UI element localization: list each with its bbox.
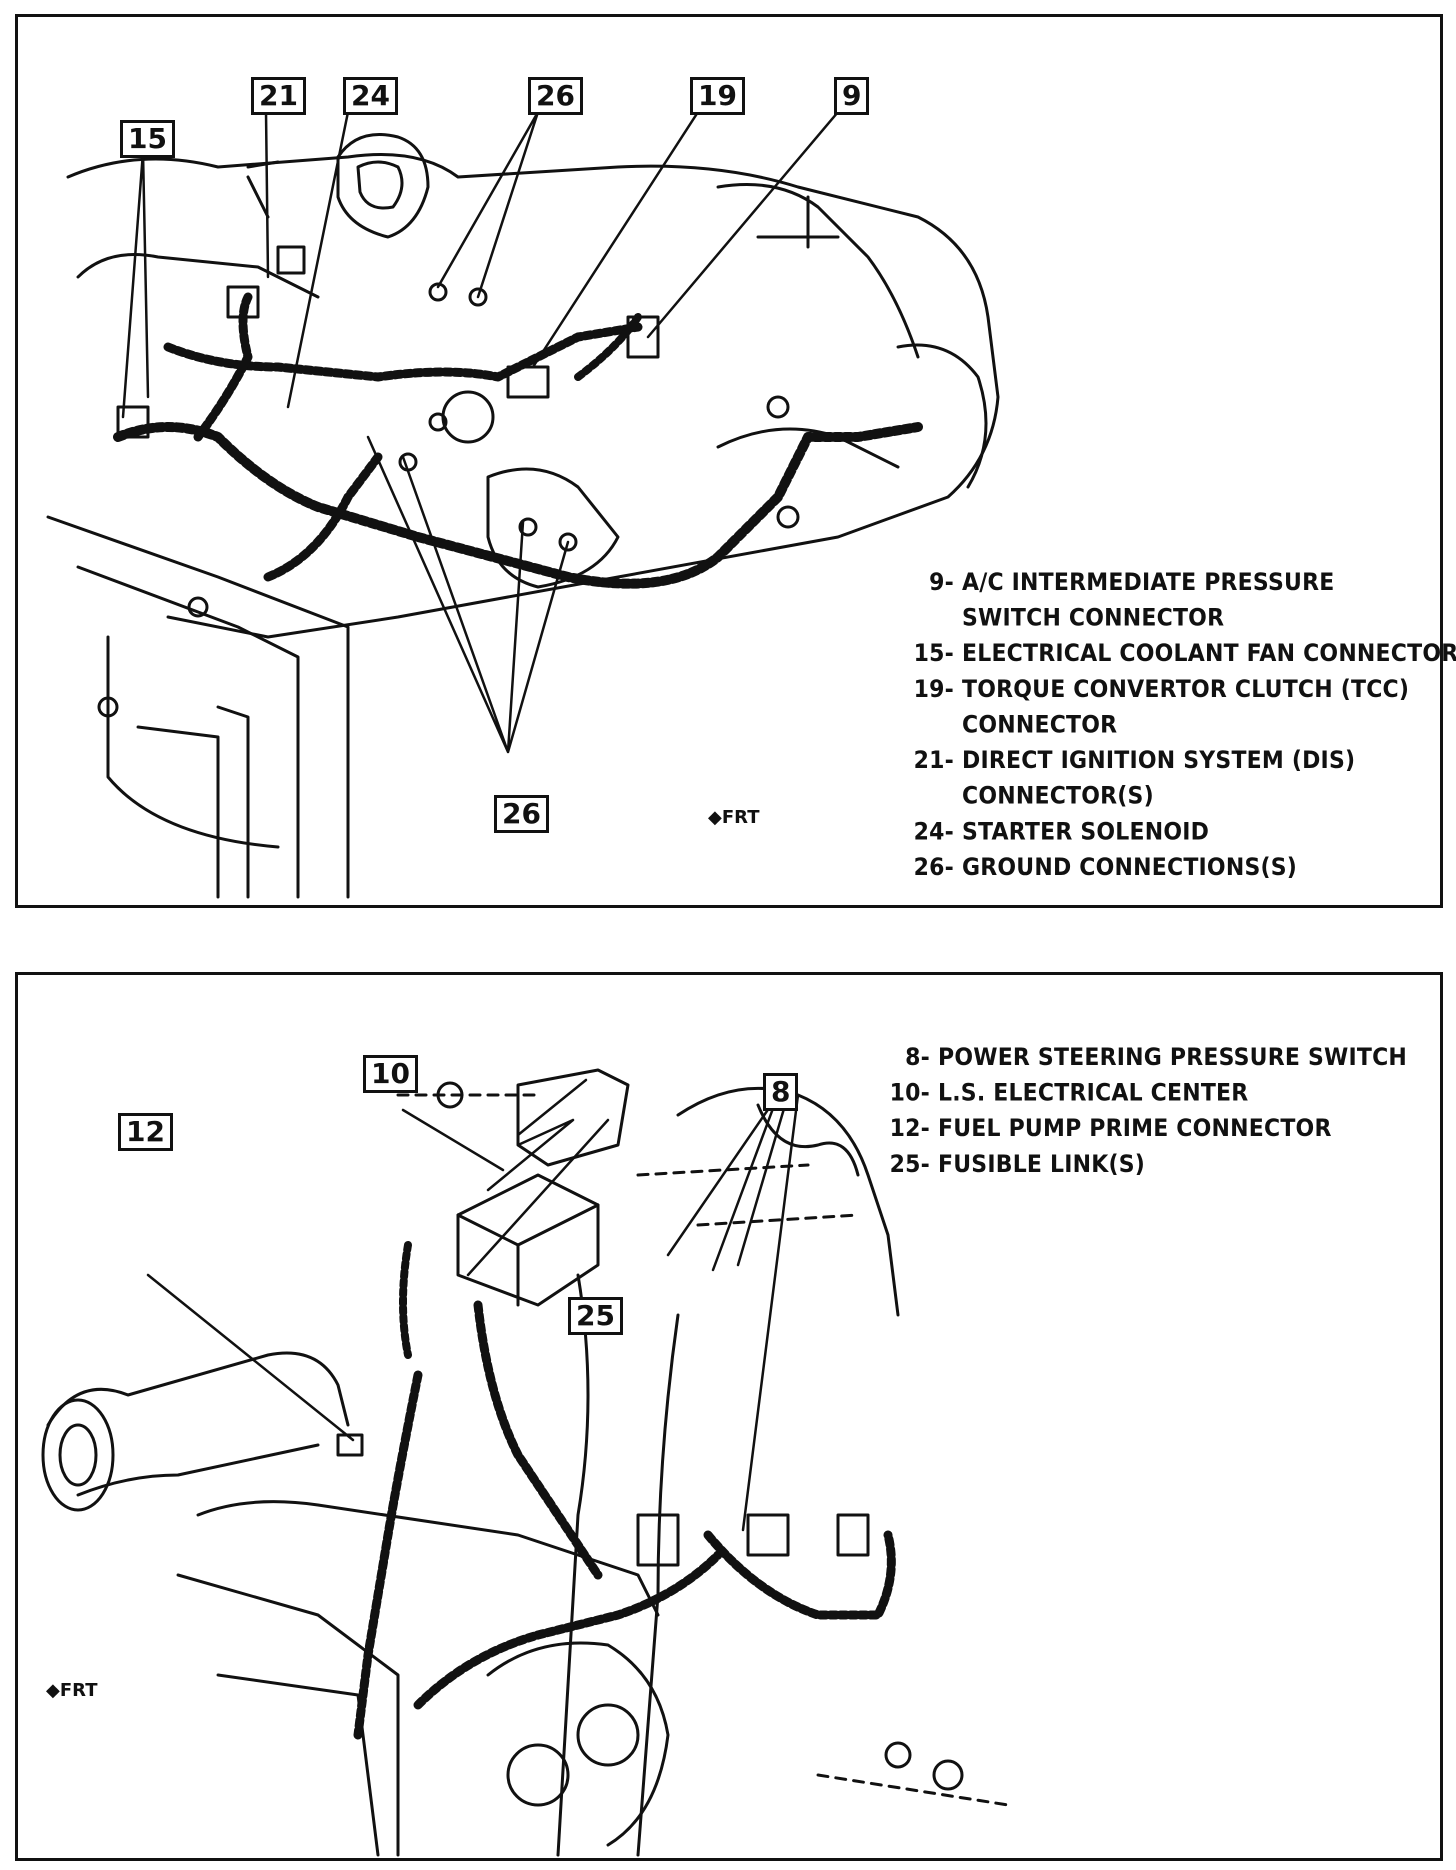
front-direction-indicator-top: ◆FRT	[708, 807, 760, 828]
legend-item-12: 12-FUEL PUMP PRIME CONNECTOR	[889, 1115, 1332, 1143]
callout-9: 9	[834, 77, 870, 115]
callout-19: 19	[690, 77, 745, 115]
legend-item-21: 21-DIRECT IGNITION SYSTEM (DIS) CONNECTO…	[913, 747, 1356, 811]
callout-26-bottom: 26	[494, 795, 549, 833]
bottom-diagram-panel: 10 12 25 8 ◆FRT 8-POWER STEERING PRESSUR…	[15, 972, 1443, 1861]
legend-item-9: 9-A/C INTERMEDIATE PRESSURE SWITCH CONNE…	[929, 569, 1335, 632]
legend-item-15: 15-ELECTRICAL COOLANT FAN CONNECTOR	[913, 640, 1456, 668]
legend-item-24: 24-STARTER SOLENOID	[913, 818, 1210, 846]
callout-8: 8	[763, 1073, 799, 1111]
legend-item-10: 10-L.S. ELECTRICAL CENTER	[889, 1079, 1249, 1107]
engine-harness-illustration	[46, 110, 1000, 899]
legend-item-8: 8-POWER STEERING PRESSURE SWITCH	[905, 1044, 1408, 1072]
front-arrow-icon: ◆	[708, 807, 722, 828]
legend-item-19: 19-TORQUE CONVERTOR CLUTCH (TCC) CONNECT…	[913, 676, 1410, 739]
legend-item-25: 25-FUSIBLE LINK(S)	[889, 1151, 1146, 1179]
callout-24: 24	[343, 77, 398, 115]
callout-12: 12	[118, 1113, 173, 1151]
top-legend: 9-A/C INTERMEDIATE PRESSURE SWITCH CONNE…	[910, 565, 1456, 886]
front-direction-indicator-bottom: ◆FRT	[46, 1680, 98, 1701]
top-diagram-panel: 15 21 24 26 19 9 26 ◆FRT 9-A/C INTERMEDI…	[15, 14, 1456, 908]
callout-15: 15	[120, 120, 175, 158]
bottom-legend: 8-POWER STEERING PRESSURE SWITCH 10-L.S.…	[886, 1040, 1407, 1183]
front-arrow-icon: ◆	[46, 1680, 60, 1701]
legend-item-26: 26-GROUND CONNECTIONS(S)	[913, 854, 1298, 882]
callout-21: 21	[251, 77, 306, 115]
callout-25: 25	[568, 1297, 623, 1335]
callout-10: 10	[363, 1055, 418, 1093]
callout-26-top: 26	[528, 77, 583, 115]
electrical-center-illustration	[41, 1068, 1010, 1857]
